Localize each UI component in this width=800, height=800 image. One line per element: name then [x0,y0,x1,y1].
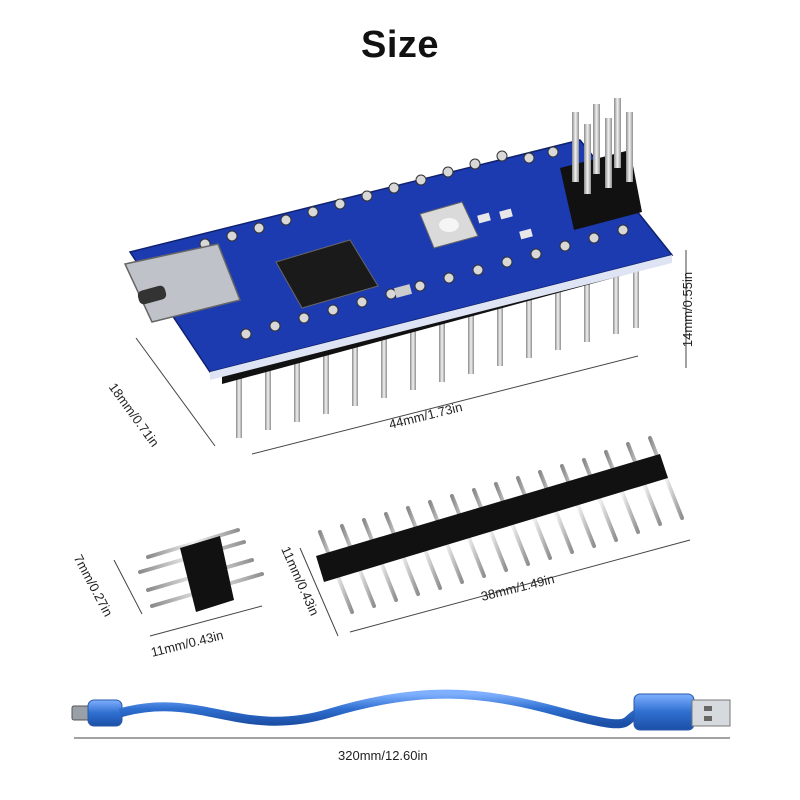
short-header-dimension-lines [113,559,263,637]
long-header-dimension-lines [299,539,691,637]
long-pin-header [316,436,684,614]
short-pin-header [138,528,264,612]
board-dimension-lines [135,250,687,455]
cable-length-label: 320mm/12.60in [338,748,428,763]
page-title: Size [360,24,440,66]
board-bottom-pins [236,260,639,438]
usb-cable [71,689,731,731]
board-height-label: 14mm/0.55in [680,271,696,348]
nano-board [123,98,674,438]
